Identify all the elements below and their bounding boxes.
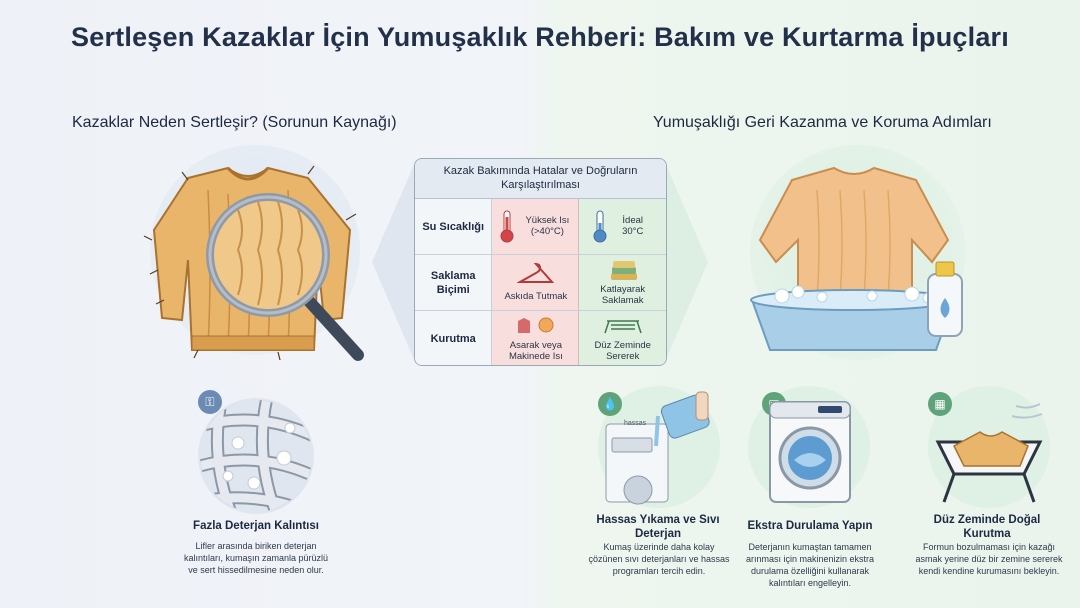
good-value: Katlayarak Saklamak xyxy=(600,284,646,306)
comparison-title: Kazak Bakımında Hatalar ve Doğruların Ka… xyxy=(415,159,666,199)
hanging-shirt-heat-icon xyxy=(514,315,558,342)
comparison-row-water: Su Sıcaklığı Yüksek Isı (>40°C) İdeal 30… xyxy=(415,199,666,255)
step2-desc: Deterjanın kumaştan tamamen arınması içi… xyxy=(745,542,875,588)
hot-thermometer-icon xyxy=(500,209,514,248)
bad-value: Asarak veya Makinede Isı xyxy=(508,340,563,362)
good-cell: Düz Zeminde Sererek xyxy=(578,311,666,365)
hassas-label: hassas xyxy=(624,420,647,427)
washing-machine-icon xyxy=(769,401,851,503)
pouring-detergent-icon xyxy=(605,391,710,505)
good-value: İdeal 30°C xyxy=(622,215,644,237)
good-value: Düz Zeminde Sererek xyxy=(594,340,651,362)
left-section-heading: Kazaklar Neden Sertleşir? (Sorunun Kayna… xyxy=(72,114,397,131)
bad-value: Yüksek Isı (>40°C) xyxy=(525,215,570,237)
key-badge-icon: ⚿ xyxy=(198,390,222,414)
bad-cell: Yüksek Isı (>40°C) xyxy=(492,199,579,254)
good-cell: İdeal 30°C xyxy=(578,199,666,254)
flat-drying-rack-icon xyxy=(935,403,1043,503)
bad-value: Askıda Tutmak xyxy=(504,291,568,302)
folded-clothes-icon xyxy=(609,259,639,288)
hanger-icon xyxy=(516,260,555,291)
step1-title: Hassas Yıkama ve Sıvı Deterjan xyxy=(596,514,720,540)
comparison-table: Kazak Bakımında Hatalar ve Doğruların Ka… xyxy=(414,158,667,366)
drying-rack-icon xyxy=(603,315,643,340)
problem-desc: Lifler arasında biriken deterjan kalıntı… xyxy=(183,541,329,575)
calendar-badge-icon: ▦ xyxy=(928,392,952,416)
step2-title: Ekstra Durulama Yapın xyxy=(747,520,873,532)
row-label: Kurutma xyxy=(415,311,493,365)
step1-desc: Kumaş üzerinde daha kolay çözünen sıvı d… xyxy=(588,542,730,576)
row-label: Su Sıcaklığı xyxy=(415,199,493,254)
sweater-in-basin-illustration xyxy=(750,166,963,351)
page-title: Sertleşen Kazaklar İçin Yumuşaklık Rehbe… xyxy=(71,22,1009,52)
row-label: Saklama Biçimi xyxy=(415,255,493,310)
good-cell: Katlayarak Saklamak xyxy=(578,255,666,310)
comparison-row-drying: Kurutma Asarak veya Makinede Isı Düz Zem… xyxy=(415,311,666,365)
comparison-arrow-shape xyxy=(372,160,708,364)
cool-thermometer-icon xyxy=(593,209,607,248)
problem-title: Fazla Deterjan Kalıntısı xyxy=(193,520,319,532)
step3-title: Düz Zeminde Doğal Kurutma xyxy=(933,514,1041,540)
stiff-sweater-magnifier-illustration xyxy=(143,165,364,361)
comparison-panel: Kazak Bakımında Hatalar ve Doğruların Ka… xyxy=(372,152,708,372)
right-section-heading: Yumuşaklığı Geri Kazanma ve Koruma Adıml… xyxy=(653,114,992,131)
water-drop-badge-icon: 💧 xyxy=(598,392,622,416)
fiber-residue-icon xyxy=(200,400,312,512)
comparison-row-storage: Saklama Biçimi Askıda Tutmak Katlayarak … xyxy=(415,255,666,311)
bad-cell: Asarak veya Makinede Isı xyxy=(492,311,579,365)
step3-desc: Formun bozulmaması için kazağı asmak yer… xyxy=(915,542,1063,576)
bad-cell: Askıda Tutmak xyxy=(492,255,579,310)
